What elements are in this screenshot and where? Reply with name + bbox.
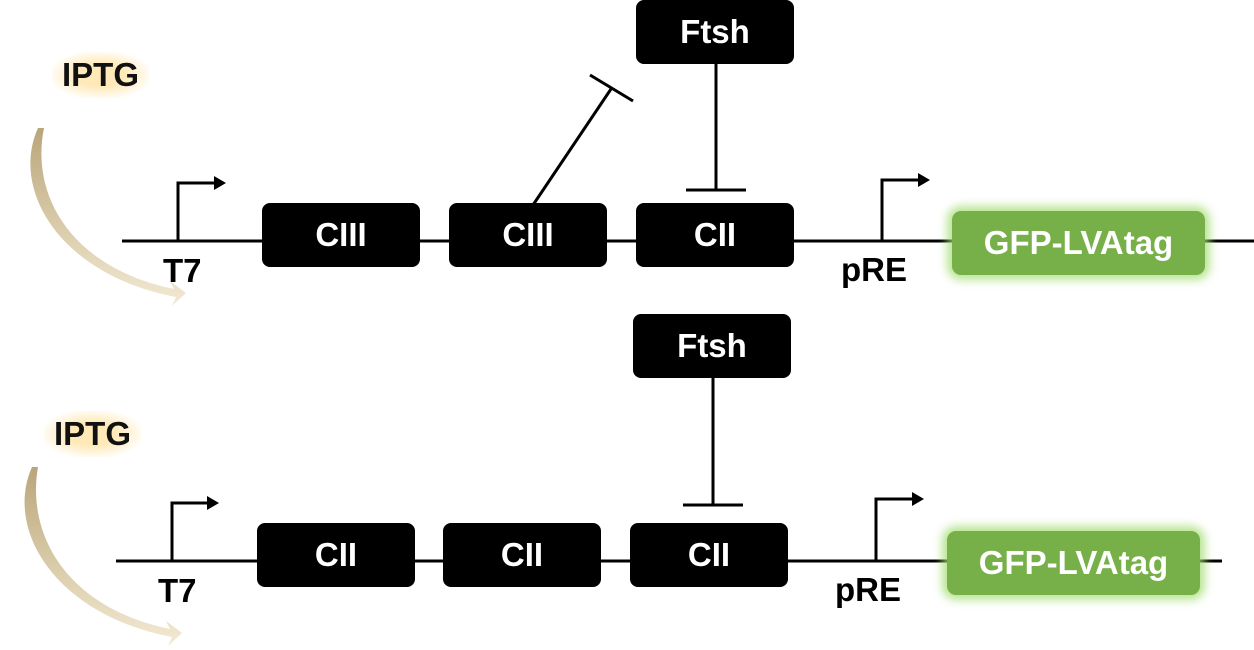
gene-box-2-3: CII (630, 523, 788, 587)
ciii-inhibition-bar (589, 73, 634, 103)
gfp-reporter-box-2: GFP-LVAtag (947, 531, 1200, 595)
pre-promoter-label-1: pRE (841, 251, 907, 288)
t7-promoter-arrow-2 (170, 501, 209, 561)
pre-promoter-arrowhead-1 (918, 173, 930, 187)
iptg-induction-arrow-2 (24, 467, 182, 646)
ciii-inhibition-line (531, 88, 613, 206)
t7-promoter-label-1: T7 (163, 252, 202, 289)
t7-promoter-label-2: T7 (158, 572, 197, 609)
gene-box-2-2: CII (443, 523, 601, 587)
pre-promoter-label-2: pRE (835, 571, 901, 608)
pre-promoter-arrowhead-2 (912, 492, 924, 506)
gfp-reporter-box-1: GFP-LVAtag (952, 211, 1205, 275)
iptg-inducer-label-1: IPTG (52, 52, 150, 98)
ftsh-protease-box-2: Ftsh (633, 314, 791, 378)
iptg-inducer-label-2: IPTG (44, 411, 142, 457)
ftsh-protease-box-1: Ftsh (636, 0, 794, 64)
t7-promoter-arrowhead-2 (207, 496, 219, 510)
t7-promoter-arrow-1 (176, 181, 216, 241)
gene-box-2-1: CII (257, 523, 415, 587)
t7-promoter-arrowhead-1 (214, 176, 226, 190)
gene-box-1-1: CIII (262, 203, 420, 267)
pre-promoter-arrow-1 (880, 178, 920, 241)
gene-box-1-3: CII (636, 203, 794, 267)
pre-promoter-arrow-2 (874, 497, 914, 561)
gene-box-1-2: CIII (449, 203, 607, 267)
iptg-induction-arrow-1 (30, 128, 187, 306)
